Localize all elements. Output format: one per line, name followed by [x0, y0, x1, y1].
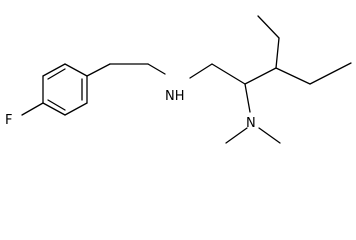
n-methyl-bond: [225, 127, 248, 144]
chain-bond: [244, 67, 277, 85]
ring-bond: [42, 102, 66, 116]
ring-bond: [64, 63, 88, 77]
ethyl-bond: [257, 15, 280, 39]
ring-bond: [64, 102, 88, 116]
fluorine-label: F: [5, 113, 12, 128]
benzene-ring: [42, 63, 88, 116]
n-methyl-bond: [258, 127, 281, 144]
n-label: N: [246, 116, 256, 131]
nh-label: NH: [165, 89, 185, 104]
ch2-nh-bond: [147, 63, 166, 75]
ethyl-bond: [275, 67, 311, 85]
ring-double-bond: [47, 99, 66, 111]
chain-bond: [211, 63, 246, 85]
ring-double-bond: [47, 68, 66, 80]
ethyl-bond: [275, 37, 280, 69]
structure-canvas: F NH N: [5, 15, 352, 144]
nh-ch2-bond: [189, 63, 213, 79]
ethyl-bond: [309, 62, 352, 85]
c-n-bond: [244, 83, 251, 113]
c-f-bond: [21, 102, 44, 116]
aryl-ch2-bond: [86, 63, 111, 77]
ring-bond: [42, 63, 66, 77]
